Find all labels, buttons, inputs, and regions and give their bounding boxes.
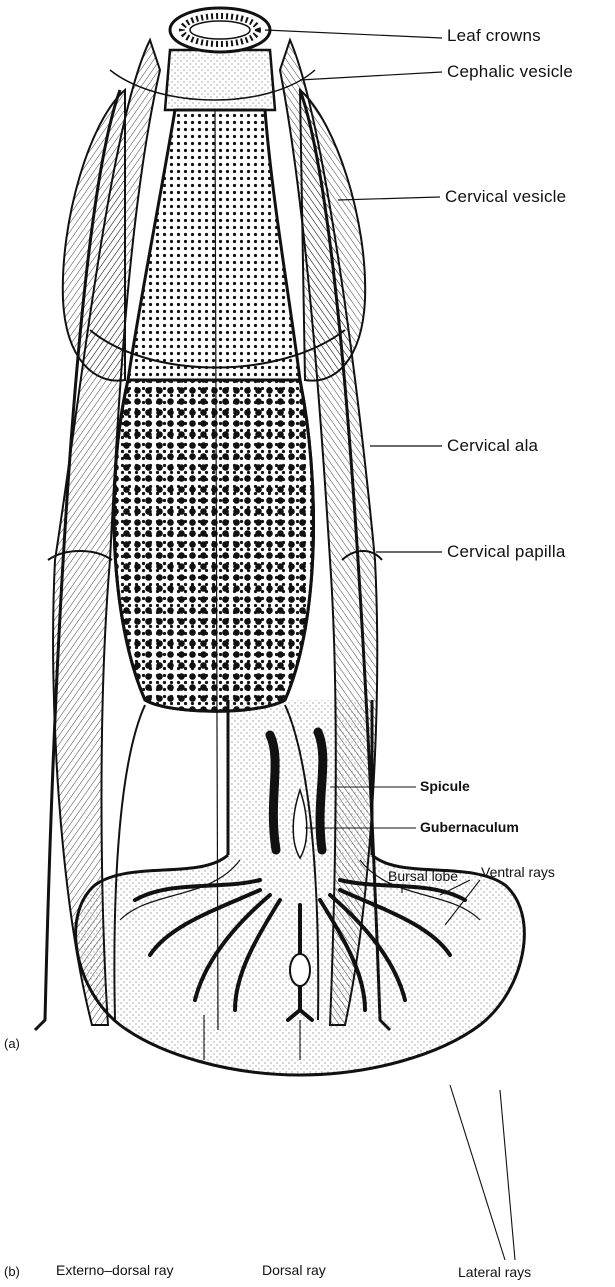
cervical-vesicle-right [300,90,365,381]
spicule-label: Spicule [420,778,470,794]
cervical-vesicle-label: Cervical vesicle [445,187,566,207]
bursa-drawing [76,700,525,1075]
cervical-vesicle-left [63,90,125,381]
dorsal-ray-label: Dorsal ray [262,1262,326,1278]
cephalic-vesicle-label: Cephalic vesicle [447,62,573,82]
ventral-rays-label: Ventral rays [481,864,555,880]
leaf-crowns-label: Leaf crowns [447,26,541,46]
spicule-right [318,732,323,850]
lateral-rays-label: Lateral rays [458,1264,531,1280]
bursal-lobe-label: Bursal lobe [388,868,458,884]
externo-dorsal-ray-label: Externo–dorsal ray [56,1262,174,1278]
cervical-papilla-label: Cervical papilla [447,542,565,562]
oesophagus-lower [114,380,314,711]
gubernaculum-label: Gubernaculum [420,819,519,835]
cervical-ala-label: Cervical ala [447,436,538,456]
panel-a-letter: (a) [4,1036,20,1051]
spicule-left [270,735,276,850]
cephalic-vesicle [165,50,275,110]
panel-b-letter: (b) [4,1264,20,1279]
